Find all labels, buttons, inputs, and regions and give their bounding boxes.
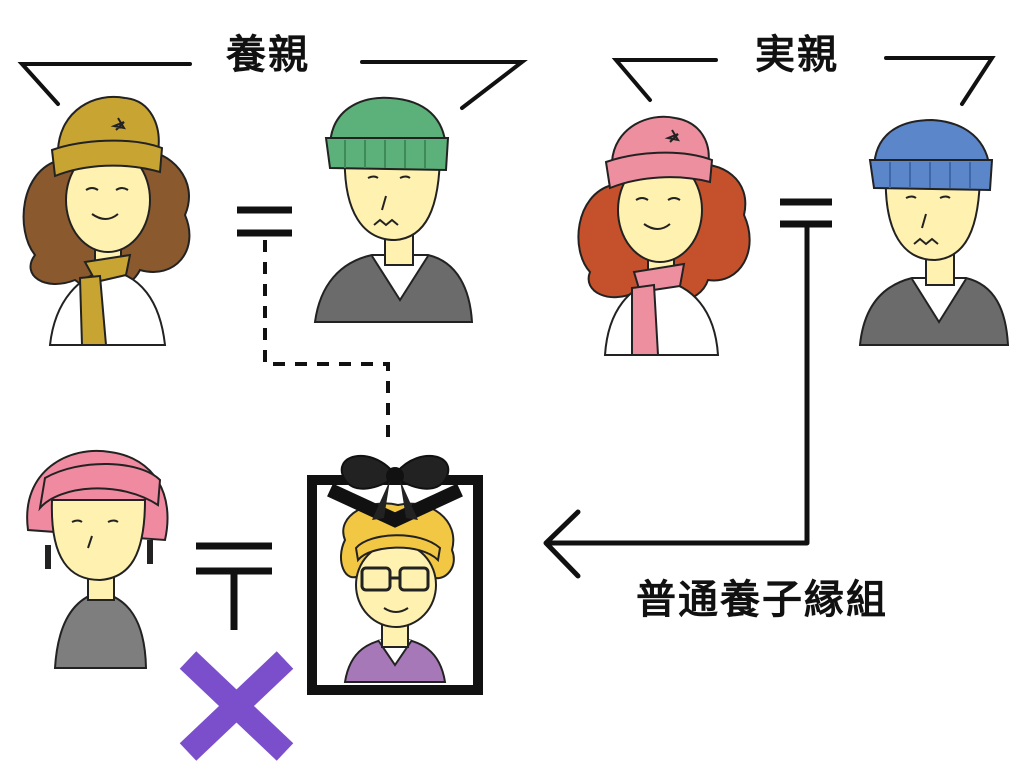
spouse-marriage-symbol <box>196 542 272 630</box>
adoptive-parents-bracket <box>17 60 528 110</box>
biological-marriage-symbol <box>780 198 832 228</box>
biological-mother-figure <box>577 115 751 356</box>
memorial-portrait-frame-icon <box>307 455 483 695</box>
biological-link-arrow <box>543 223 810 579</box>
biological-parents-bracket <box>611 56 996 106</box>
adoption-type-label: 普通養子縁組 <box>636 577 888 623</box>
deceased-adoptee-figure <box>340 502 455 683</box>
adoptive-marriage-symbol <box>237 206 292 237</box>
spouse-figure <box>26 449 169 669</box>
mourning-ribbon-icon <box>327 455 463 528</box>
cross-mark-icon <box>179 651 294 761</box>
adoptive-father-figure <box>313 96 474 323</box>
biological-father-figure <box>858 118 1010 346</box>
adoptive-mother-figure <box>22 95 191 346</box>
adoption-dashed-line <box>263 240 390 438</box>
adoptive-parents-label: 養親 <box>226 32 310 78</box>
biological-parents-label: 実親 <box>755 32 839 78</box>
